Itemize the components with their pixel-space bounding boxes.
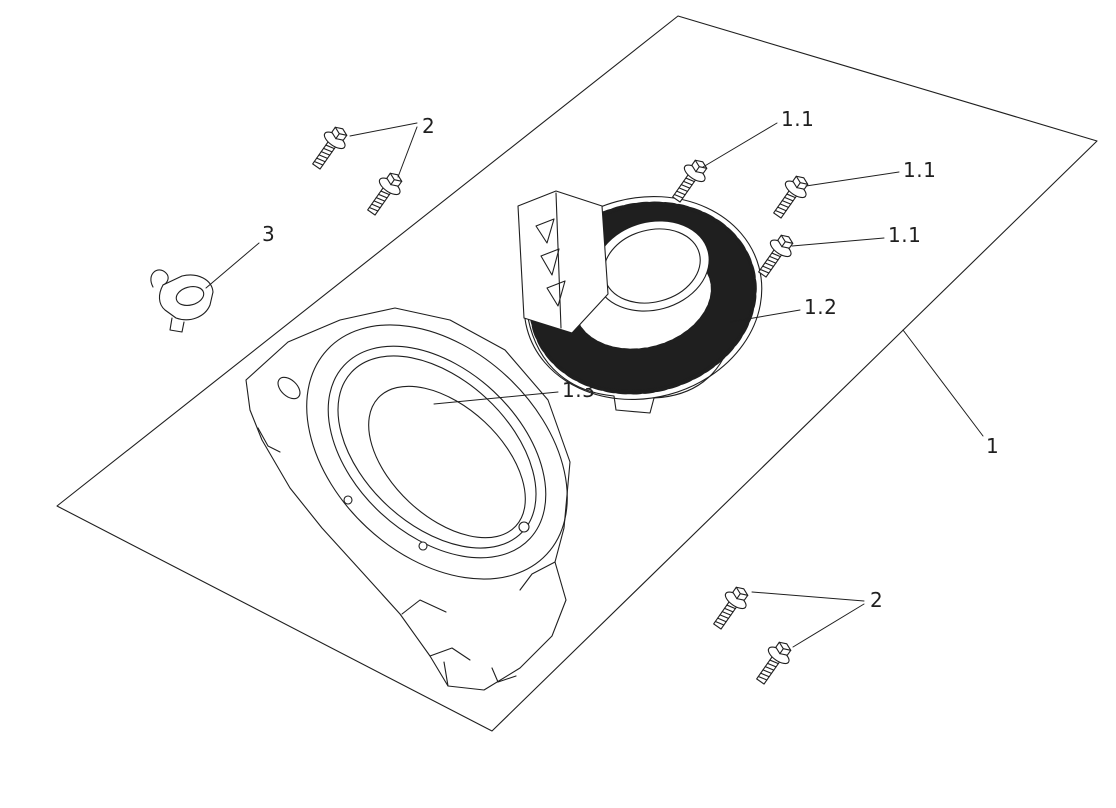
flywheel-rim-inner [531, 204, 755, 392]
clip-body [158, 274, 214, 321]
leader-line [751, 591, 865, 602]
leader-line [791, 237, 885, 247]
part-label-2-bottom: 2 [870, 588, 883, 612]
part-label-2-top: 2 [422, 114, 435, 138]
leader-line [205, 242, 260, 289]
flange-bolt-2-top-a [305, 121, 354, 174]
flange-bolt-2-bottom-a [706, 581, 755, 634]
leader-lines [205, 122, 984, 648]
leader-line [349, 122, 418, 137]
leader-line [805, 171, 900, 187]
flange-bolt-2-top-b [360, 167, 409, 220]
flange-bolt-2-bottom-b [749, 636, 798, 689]
diagram-root: 2 1.1 1.1 1.1 1.2 1.3 3 1 2 [56, 15, 1098, 732]
flange-bolt-1-1-a [665, 154, 714, 207]
part-label-1-1-a: 1.1 [781, 107, 814, 131]
leader-line [792, 603, 865, 648]
leader-line [902, 329, 984, 437]
fan-cover-rim-outer [306, 324, 568, 580]
clip-leg [169, 317, 185, 333]
flywheel-lower-shroud [527, 317, 732, 414]
flywheel-bracket [517, 190, 609, 334]
fan-cover-rim-mid [327, 345, 547, 559]
fan-cover-body [245, 307, 571, 691]
clip-detail [175, 286, 205, 306]
part-labels: 2 1.1 1.1 1.1 1.2 1.3 3 1 2 [262, 107, 999, 612]
leader-line [397, 126, 418, 178]
sheet-panel [56, 15, 1098, 732]
flange-bolt-1-1-b [766, 170, 815, 223]
fan-cover-details [257, 376, 556, 687]
part-label-1-2: 1.2 [804, 295, 837, 319]
leader-line [702, 122, 778, 168]
part-label-1-1-c: 1.1 [888, 223, 921, 247]
part-label-3: 3 [262, 222, 275, 246]
fan-cover [245, 307, 571, 691]
clip-hook [150, 269, 169, 288]
flange-bolt-1-1-c [751, 229, 800, 282]
retainer-clip [150, 269, 214, 333]
fan-cover-recess [368, 385, 526, 539]
part-label-1-3: 1.3 [562, 378, 595, 402]
flywheel-fan [517, 190, 763, 414]
part-label-1-1-b: 1.1 [903, 158, 936, 182]
part-label-1: 1 [986, 434, 999, 458]
sheet-outline [56, 15, 1098, 732]
leader-line [433, 391, 559, 405]
flywheel-rim-outer [523, 195, 763, 401]
leader-line [729, 309, 801, 323]
